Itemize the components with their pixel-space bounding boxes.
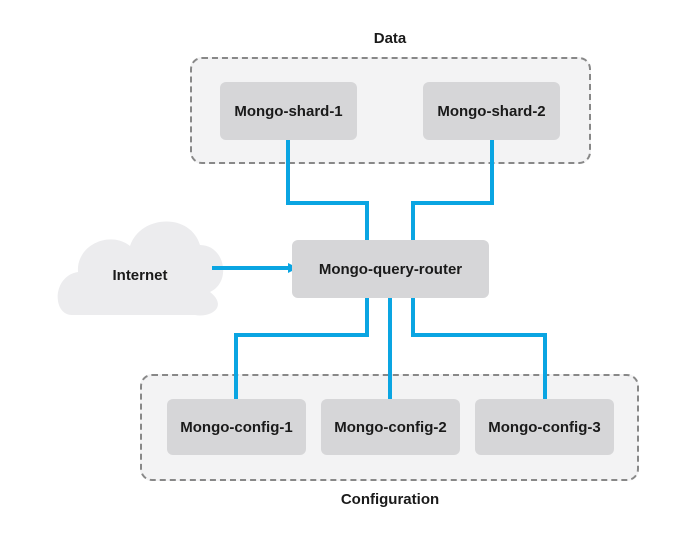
connector-router-config-3 <box>411 298 547 399</box>
configuration-group-title: Configuration <box>340 491 440 508</box>
connector-shard-2-router <box>411 140 494 240</box>
data-group-title: Data <box>373 30 407 47</box>
node-mongo-config-3: Mongo-config-3 <box>475 399 614 455</box>
connector-shard-1-router <box>286 140 369 240</box>
node-mongo-shard-2: Mongo-shard-2 <box>423 82 560 140</box>
internet-cloud-icon <box>57 221 224 316</box>
node-mongo-shard-1: Mongo-shard-1 <box>220 82 357 140</box>
internet-label: Internet <box>112 267 168 284</box>
node-mongo-query-router: Mongo-query-router <box>292 240 489 298</box>
node-mongo-config-1: Mongo-config-1 <box>167 399 306 455</box>
connector-router-config-1 <box>234 298 369 399</box>
node-mongo-config-2: Mongo-config-2 <box>321 399 460 455</box>
